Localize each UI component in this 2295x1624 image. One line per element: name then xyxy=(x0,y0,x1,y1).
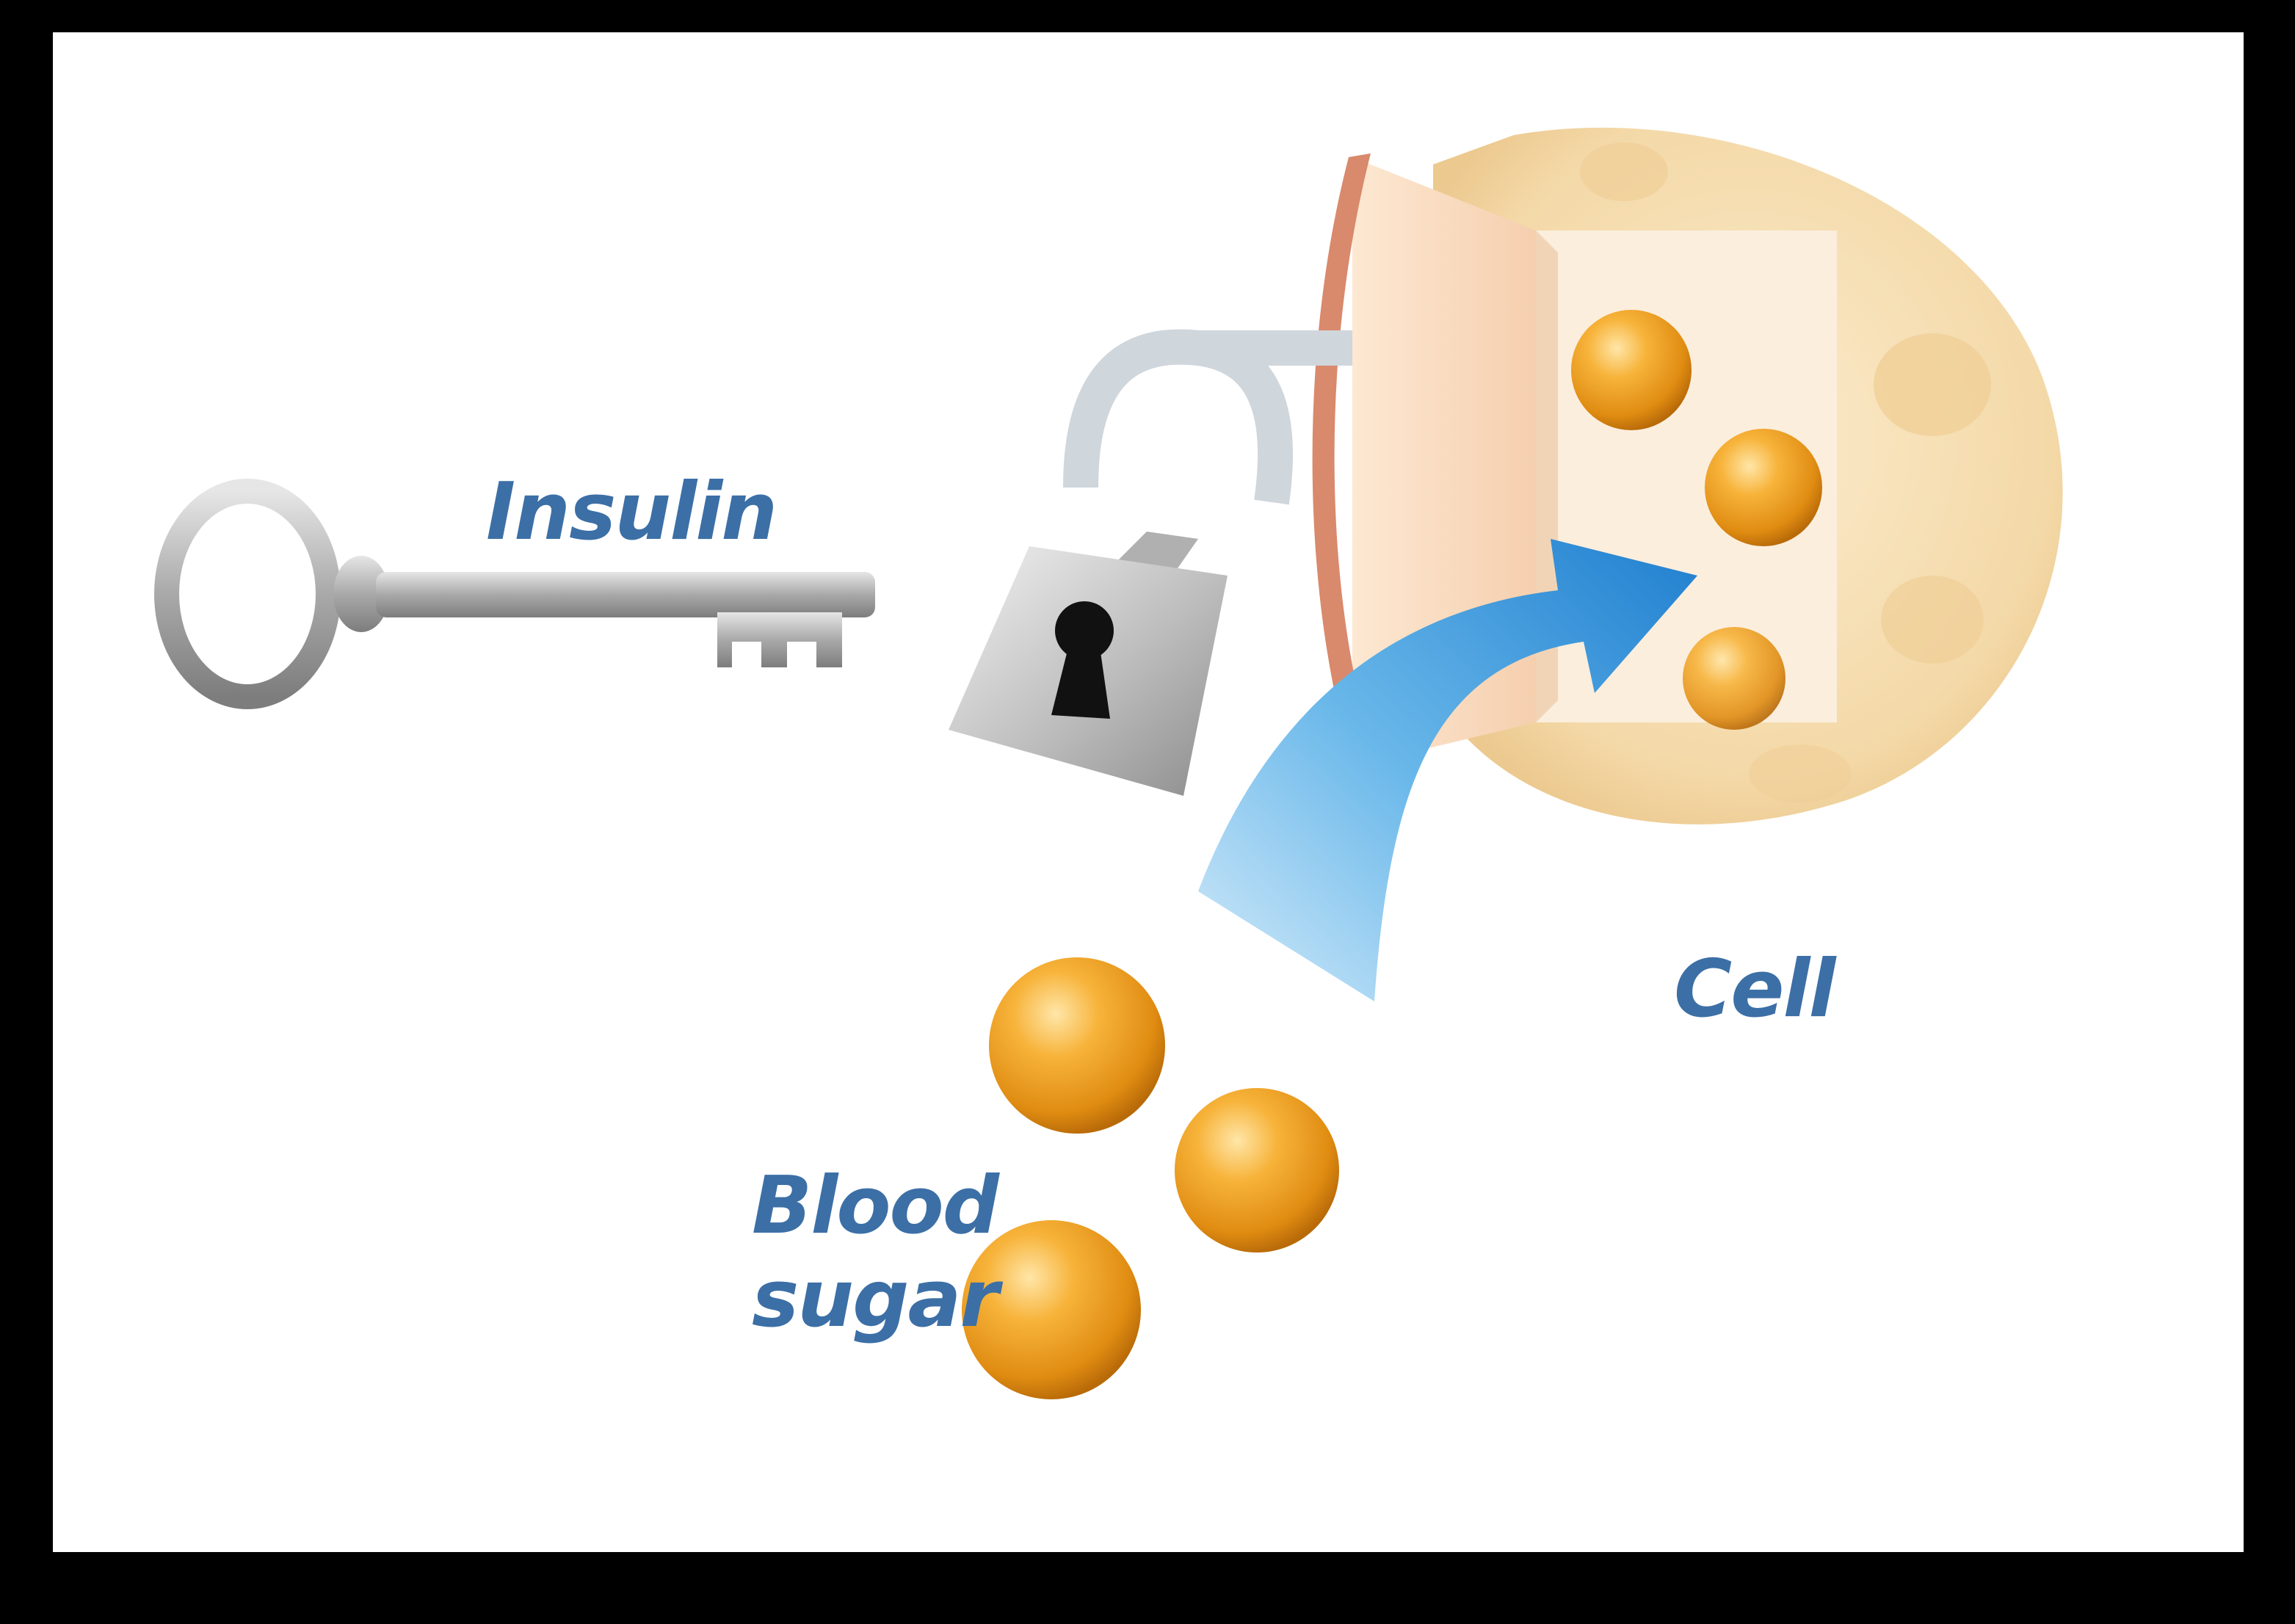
blood-sugar-label: Blood sugar xyxy=(752,1159,999,1346)
padlock-icon xyxy=(949,329,1352,796)
key-icon xyxy=(154,479,875,709)
arrow-icon xyxy=(1198,539,1697,1001)
sugar-molecule-icon xyxy=(962,957,1339,1399)
diagram-panel: Insulin Cell Blood sugar xyxy=(53,32,2244,1552)
diagram-artwork xyxy=(154,127,2063,1399)
sugar-molecule-icon xyxy=(1571,310,1822,730)
blood-sugar-label-line1: Blood xyxy=(752,1160,999,1252)
blood-sugar-label-line2: sugar xyxy=(752,1253,999,1346)
cell-label: Cell xyxy=(1674,943,1836,1035)
insulin-label: Insulin xyxy=(486,466,777,558)
